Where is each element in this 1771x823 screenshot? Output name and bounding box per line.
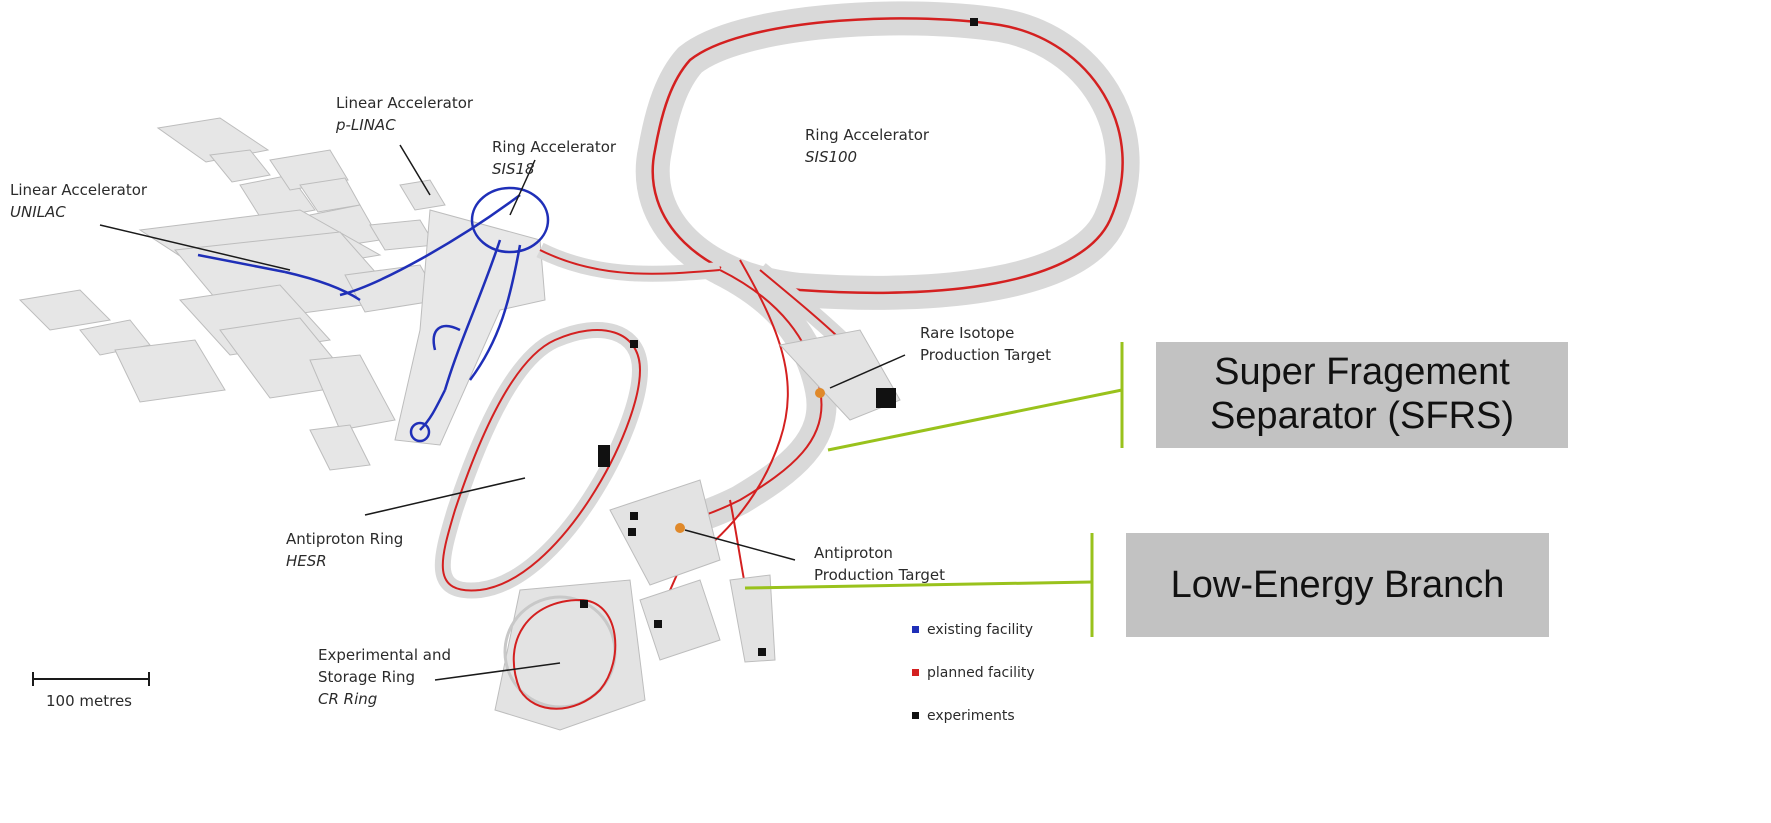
label-rare-isotope: Rare Isotope Production Target <box>920 322 1051 366</box>
leb-text: Low-Energy Branch <box>1171 564 1505 606</box>
plinac-sub: p-LINAC <box>336 114 473 136</box>
label-unilac: Linear Accelerator UNILAC <box>10 179 147 223</box>
label-sis18: Ring Accelerator SIS18 <box>492 136 616 180</box>
legend-swatch-existing <box>912 626 919 633</box>
sis100-title: Ring Accelerator <box>805 126 929 144</box>
legend-swatch-planned <box>912 669 919 676</box>
cr-ring-line2: Storage Ring <box>318 666 451 688</box>
sis18-title: Ring Accelerator <box>492 138 616 156</box>
label-plinac: Linear Accelerator p-LINAC <box>336 92 473 136</box>
label-hesr: Antiproton Ring HESR <box>286 528 403 572</box>
legend-swatch-experiments <box>912 712 919 719</box>
rare-isotope-line2: Production Target <box>920 344 1051 366</box>
callout-low-energy-branch: Low-Energy Branch <box>1126 533 1549 637</box>
legend-item-experiments: experiments <box>912 694 1035 737</box>
existing-buildings <box>20 118 445 470</box>
cr-ring-sub: CR Ring <box>318 688 451 710</box>
scale-bar <box>33 672 149 686</box>
sis18-sub: SIS18 <box>492 158 616 180</box>
sfrs-line1: Super Fragement <box>1156 350 1568 394</box>
cr-ring-line1: Experimental and <box>318 644 451 666</box>
scale-label: 100 metres <box>46 692 132 710</box>
antiproton-target-line1: Antiproton <box>814 542 945 564</box>
plinac-title: Linear Accelerator <box>336 94 473 112</box>
label-antiproton-target: Antiproton Production Target <box>814 542 945 586</box>
unilac-sub: UNILAC <box>10 201 147 223</box>
label-sis100: Ring Accelerator SIS100 <box>805 124 929 168</box>
legend-item-planned: planned facility <box>912 651 1035 694</box>
hesr-title: Antiproton Ring <box>286 530 403 548</box>
callout-sfrs: Super Fragement Separator (SFRS) <box>1156 342 1568 448</box>
callout-lines <box>745 342 1122 637</box>
antiproton-target-line2: Production Target <box>814 564 945 586</box>
legend-label-experiments: experiments <box>927 708 1015 724</box>
label-cr-ring: Experimental and Storage Ring CR Ring <box>318 644 451 710</box>
sis100-sub: SIS100 <box>805 146 929 168</box>
hesr-sub: HESR <box>286 550 403 572</box>
unilac-title: Linear Accelerator <box>10 181 147 199</box>
legend-label-planned: planned facility <box>927 665 1035 681</box>
rare-isotope-line1: Rare Isotope <box>920 322 1051 344</box>
legend-label-existing: existing facility <box>927 622 1033 638</box>
legend-item-existing: existing facility <box>912 608 1035 651</box>
legend: existing facility planned facility exper… <box>912 608 1035 737</box>
sfrs-line2: Separator (SFRS) <box>1156 394 1568 438</box>
